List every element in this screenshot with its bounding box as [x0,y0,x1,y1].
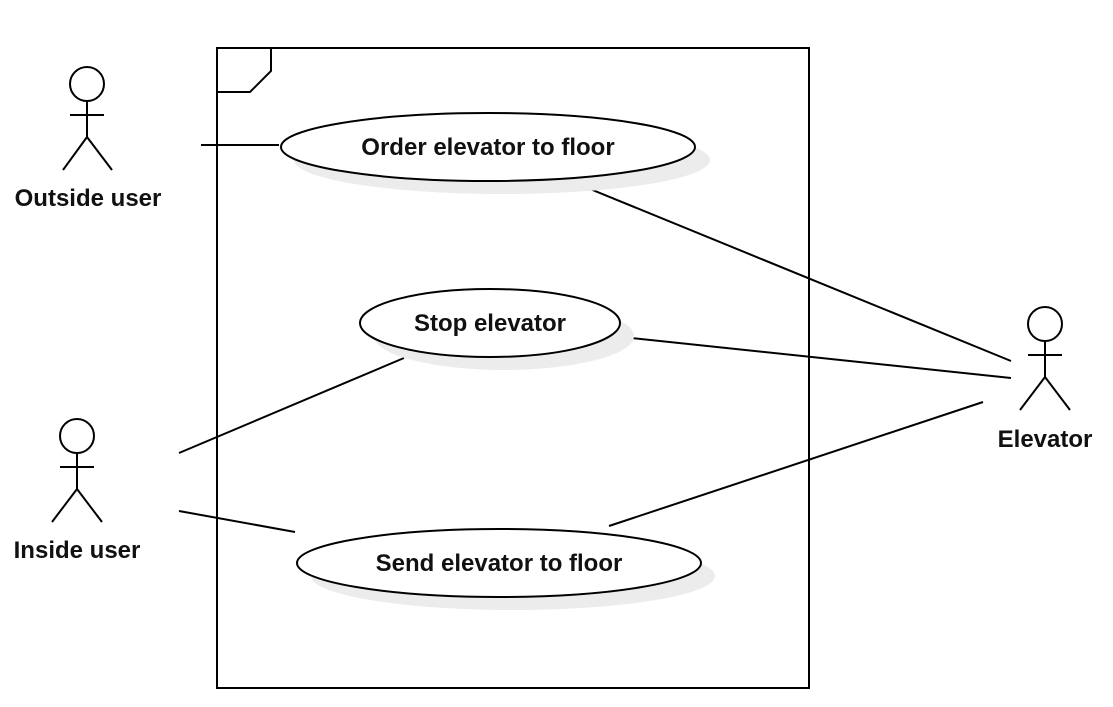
use-case-ellipse[interactable] [359,288,621,358]
use-case-label-stop: Stop elevator [414,310,566,337]
actor-elevator[interactable]: Elevator [998,306,1093,453]
actor-label-outside-user: Outside user [15,185,162,212]
use-case-stop[interactable]: Stop elevator [359,288,634,370]
use-case-order[interactable]: Order elevator to floor [280,112,710,194]
use-case-ellipse[interactable] [280,112,696,182]
system-boundary-corner-tab [217,48,272,93]
actor-label-elevator: Elevator [998,426,1093,453]
stick-figure-icon [62,66,113,171]
association-inside-send [178,510,296,533]
stick-figure-icon [1019,306,1071,411]
use-case-ellipse[interactable] [296,528,702,598]
association-elevator-order [572,181,1012,362]
stick-figure-icon [51,418,103,523]
system-boundary-frame [216,47,810,689]
actor-label-inside-user: Inside user [14,537,141,564]
associations [178,144,1012,533]
association-inside-stop [178,357,405,454]
system-boundary [216,47,810,689]
use-case-send[interactable]: Send elevator to floor [296,528,715,610]
association-elevator-send [608,401,984,527]
association-elevator-stop [621,336,1012,379]
actor-outside-user[interactable]: Outside user [15,66,162,212]
actor-inside-user[interactable]: Inside user [14,418,141,564]
use-case-label-send: Send elevator to floor [376,550,623,577]
use-case-label-order: Order elevator to floor [361,134,614,161]
